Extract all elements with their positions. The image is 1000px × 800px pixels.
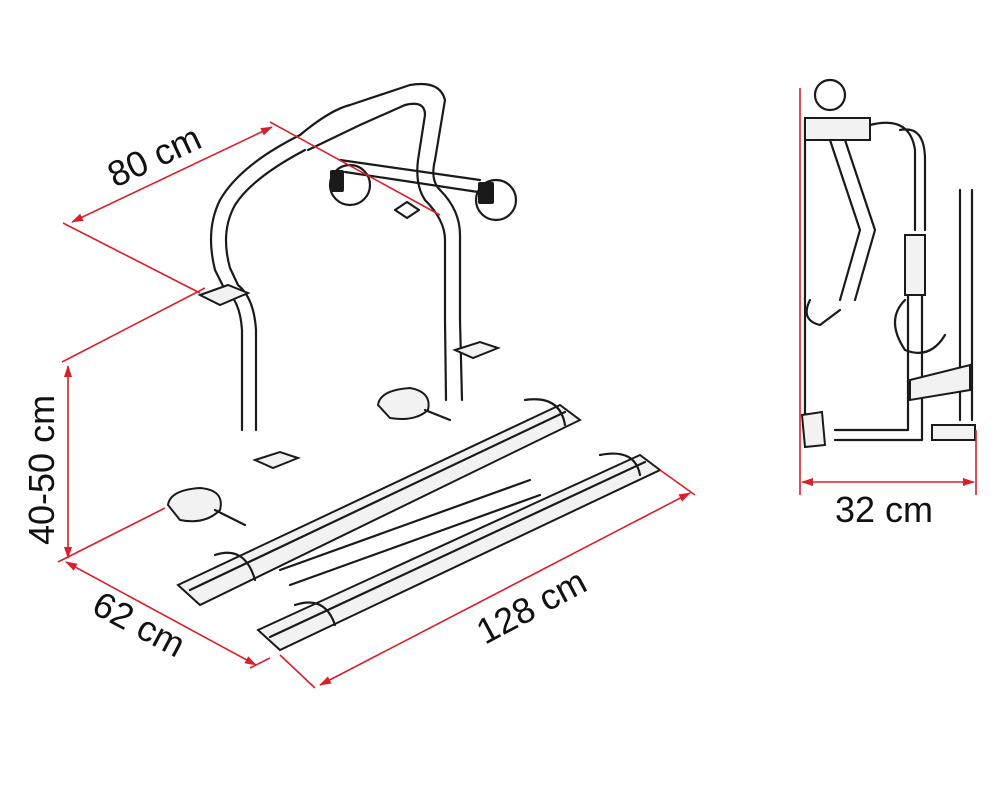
dimension-62cm: [65, 561, 271, 669]
dimension-80cm: [62, 121, 441, 294]
rack-front-view: [166, 82, 662, 652]
label-62cm: 62 cm: [86, 583, 192, 665]
dimension-40-50cm: [57, 287, 206, 563]
dimension-128cm: [279, 469, 696, 689]
label-128cm: 128 cm: [470, 560, 593, 652]
dimension-32cm: [799, 88, 977, 495]
label-32cm: 32 cm: [835, 489, 933, 530]
rack-side-view: [800, 78, 976, 449]
label-40-50cm: 40-50 cm: [21, 395, 62, 545]
